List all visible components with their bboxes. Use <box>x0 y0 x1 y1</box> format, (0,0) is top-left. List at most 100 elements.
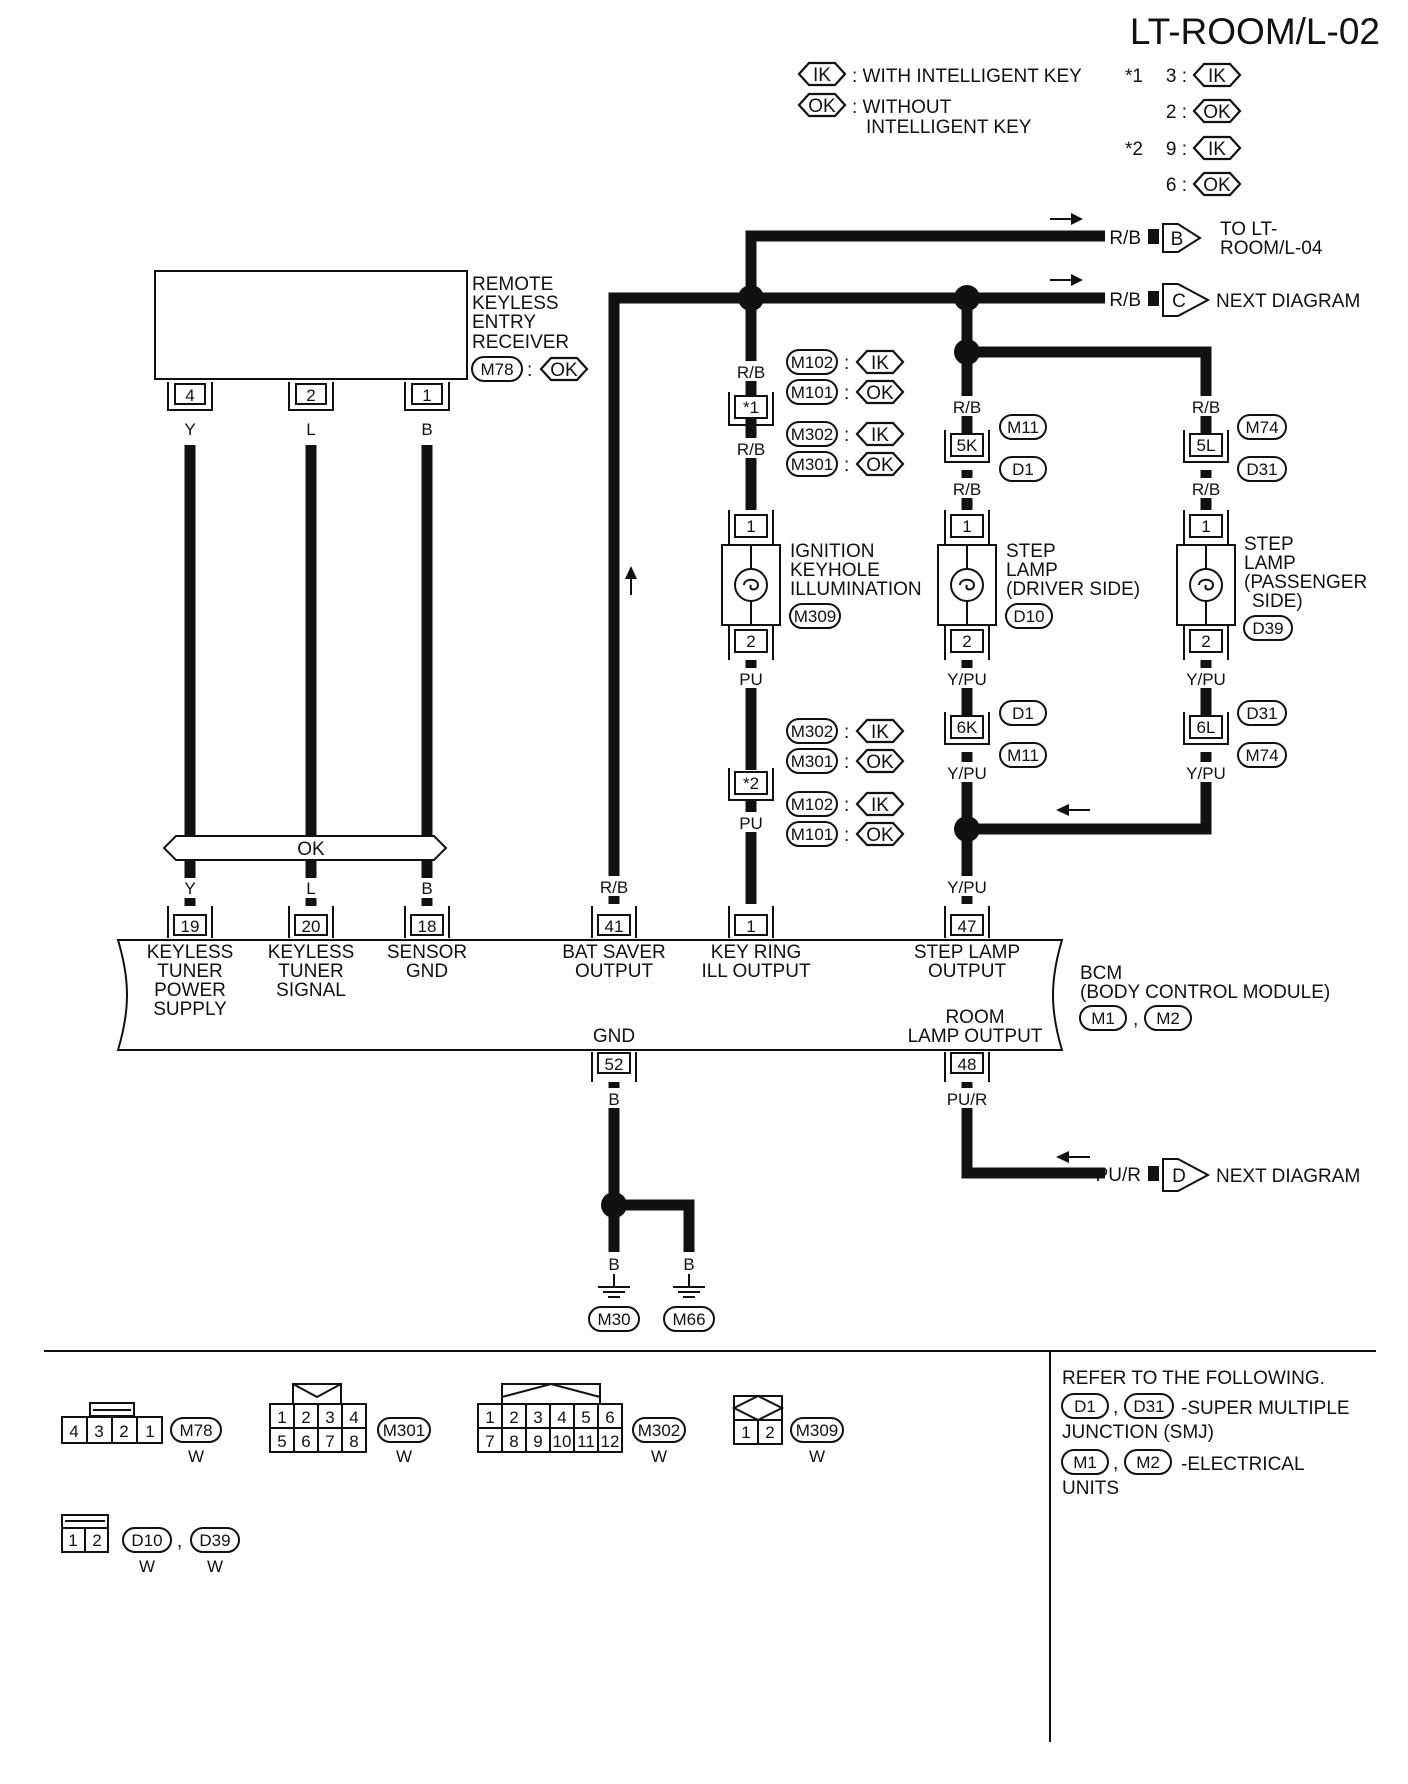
ground-m30: M30 <box>597 1310 630 1329</box>
drv-pin-top: 1 <box>962 517 971 536</box>
wire-label-drv-ypu-2: Y/PU <box>947 764 987 783</box>
arrow-right-head <box>1071 274 1083 286</box>
wire-label-bat-rb: R/B <box>600 878 628 897</box>
splice-step-branch <box>954 339 980 365</box>
pin: 2 <box>119 1422 128 1441</box>
filament-icon <box>743 578 760 591</box>
conn-name: D39 <box>199 1531 230 1550</box>
connector-b-shape <box>1162 223 1202 253</box>
conn-m302-pill <box>786 718 838 744</box>
star1-pin-b: 2 : <box>1166 102 1187 123</box>
ground-m66-pill <box>663 1306 715 1332</box>
conn-m309: M309 <box>794 607 837 626</box>
pin-bracket <box>728 392 774 426</box>
receiver-pin-4-box <box>174 383 206 405</box>
wire-label-pas-rb-1: R/B <box>1192 398 1220 417</box>
refer-eu-2: UNITS <box>1062 1478 1119 1499</box>
pin-box <box>597 914 631 936</box>
pin-bracket <box>1183 510 1229 545</box>
to-lt-room-text-1: TO LT- <box>1220 219 1277 240</box>
bcm-m1-pill <box>1079 1005 1127 1031</box>
refer-m2: M2 <box>1136 1453 1160 1472</box>
ok-bar: OK <box>162 835 448 861</box>
bcm-label-kt-power-3: POWER <box>154 980 226 1001</box>
label-bg <box>736 812 766 832</box>
bcm-pin-41: 41 <box>591 906 637 938</box>
pin-box <box>410 914 444 936</box>
ignition-keyhole-column: R/B *1 R/B M102 : IK M101 : OK M302 : IK… <box>721 349 922 847</box>
conn-color: W <box>651 1447 667 1466</box>
pin-bracket <box>1183 430 1229 463</box>
conn-d39: D39 <box>1252 619 1283 638</box>
label-bg <box>1183 762 1229 782</box>
bcm-pin-1: 1 <box>728 906 774 938</box>
wire-label-pas-ypu-2: Y/PU <box>1186 764 1226 783</box>
wire-color-b-bottom: B <box>421 879 432 898</box>
pin-bracket <box>288 382 334 411</box>
conn-name: D10 <box>131 1531 162 1550</box>
pin-bracket <box>1183 712 1229 745</box>
conn-m301: M301 <box>791 752 834 771</box>
label-bg <box>944 1088 990 1108</box>
wire-rb-to-c <box>608 292 1105 904</box>
refer-m1: M1 <box>1073 1453 1097 1472</box>
conn-m302: M302 <box>791 425 834 444</box>
wire-label-ign-pu-2: PU <box>739 814 763 833</box>
pin-bracket <box>728 510 774 545</box>
label-bg <box>180 418 200 438</box>
conn-name-pill <box>632 1417 686 1443</box>
conn-m74: M74 <box>1245 746 1278 765</box>
bcm-label-step-2: OUTPUT <box>928 961 1007 982</box>
star2-ok: OK <box>1203 175 1231 196</box>
refer-heading: REFER TO THE FOLLOWING. <box>1062 1368 1325 1389</box>
wire-label-room-pur: PU/R <box>947 1090 988 1109</box>
wire-color-b-top: B <box>421 420 432 439</box>
label-bg <box>944 668 990 688</box>
pin-bracket <box>1183 625 1229 660</box>
pin-bracket <box>404 906 450 938</box>
wire-label-ign-pu-1: PU <box>739 670 763 689</box>
pin: 1 <box>68 1531 77 1550</box>
colon: : <box>844 383 849 404</box>
pin-number: 48 <box>958 1055 977 1074</box>
colon: : <box>844 722 849 743</box>
pin-bracket <box>404 382 450 411</box>
refer-d31: D31 <box>1133 1397 1164 1416</box>
lock <box>292 1383 342 1399</box>
conn-color: W <box>809 1447 825 1466</box>
passenger-name-1: STEP <box>1244 534 1294 555</box>
conn-d31-pill <box>1237 700 1287 726</box>
splice-gnd <box>601 1192 627 1218</box>
conn-d1: D1 <box>1012 704 1034 723</box>
bcm-m1: M1 <box>1091 1009 1115 1028</box>
label-bg <box>1186 396 1226 416</box>
pin: 4 <box>557 1408 566 1427</box>
wire-label-drv-rb-1: R/B <box>953 398 981 417</box>
ign-pin-bottom: 2 <box>746 632 755 651</box>
pin: 1 <box>145 1422 154 1441</box>
pin: 11 <box>577 1432 595 1451</box>
ok-tag: OK <box>866 455 894 476</box>
pin-bracket <box>167 382 213 411</box>
page-title: LT-ROOM/L-02 <box>1130 11 1380 52</box>
pin: 2 <box>92 1531 101 1550</box>
colon: : <box>844 825 849 846</box>
pin: 12 <box>601 1432 620 1451</box>
next-diagram-c: NEXT DIAGRAM <box>1216 291 1360 312</box>
ok-legend-text-2: INTELLIGENT KEY <box>866 117 1032 138</box>
receiver-connector-pill <box>471 356 523 382</box>
ok-tag: OK <box>866 752 894 773</box>
pas-pin-top: 1 <box>1201 517 1210 536</box>
pas-pin-bottom: 2 <box>1201 632 1210 651</box>
pin: 1 <box>277 1408 286 1427</box>
jc-6k: 6K <box>957 718 978 737</box>
wire-rb-to-b <box>745 230 1105 470</box>
conn-name-pill <box>790 1417 844 1443</box>
connector-views: 4 3 2 1 M78 W 1 2 3 4 5 6 7 8 M301 <box>61 1382 844 1576</box>
label-bg <box>944 876 990 896</box>
pin-bracket <box>944 712 990 745</box>
conn-name: M301 <box>383 1421 426 1440</box>
colon: : <box>844 752 849 773</box>
pin: 3 <box>94 1422 103 1441</box>
wire-label-ign-rb-1: R/B <box>737 363 765 382</box>
